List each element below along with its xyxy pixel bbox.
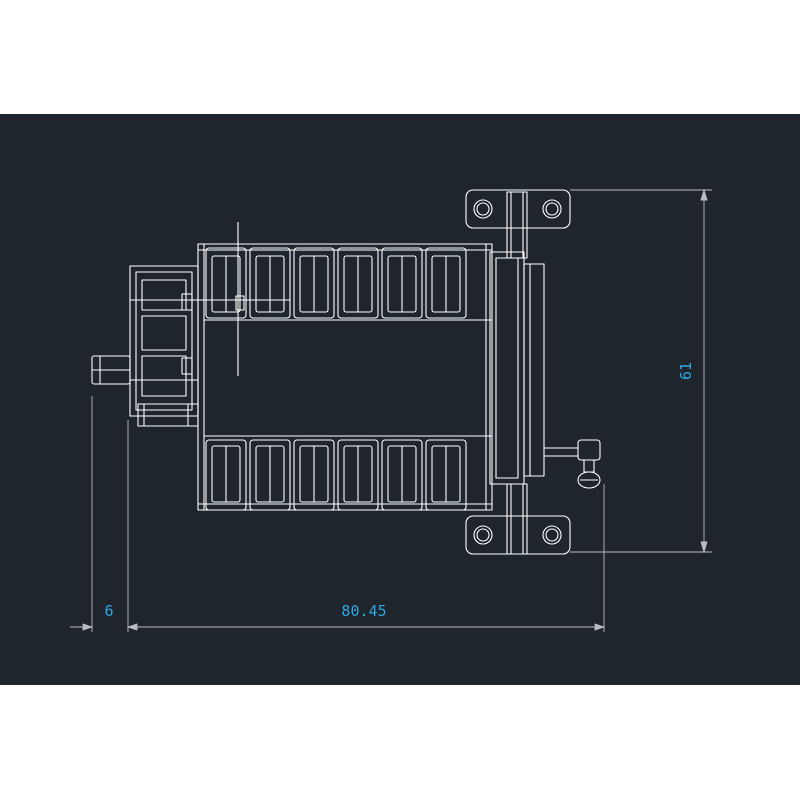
height-dimension (570, 188, 712, 554)
part-outline (91, 189, 601, 555)
adjustment-screw (544, 439, 601, 489)
length-dimension-label: 80.45 (341, 602, 386, 620)
center-crosshair (186, 222, 290, 376)
top-contact-modules (205, 247, 467, 319)
top-mounting-bracket (465, 189, 571, 259)
dimensions (70, 188, 712, 632)
height-dimension-label: 61 (677, 362, 695, 380)
length-dimension (128, 623, 606, 631)
drawing-background (0, 114, 800, 685)
end-flange (489, 251, 545, 485)
shaft-stub (91, 355, 131, 385)
bottom-contact-modules (205, 439, 467, 511)
offset-dimension-label: 6 (104, 602, 113, 620)
